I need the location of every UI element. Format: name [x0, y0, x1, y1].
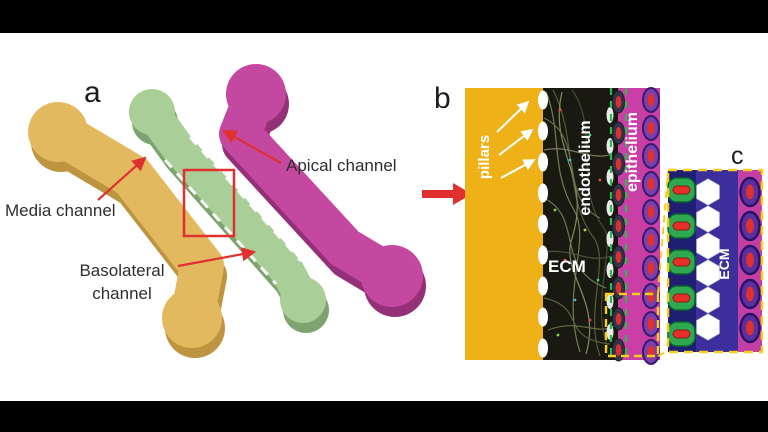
- endothelium-label: endothelium: [577, 120, 594, 215]
- panel-c-dashed-border: [666, 168, 764, 354]
- panel-a-chip: a Media channel Apical channel Basolater…: [5, 64, 426, 358]
- purple-cell-column: [739, 176, 761, 344]
- highlight-rect: [182, 168, 236, 238]
- zoom-box-connectors: [657, 170, 669, 357]
- basolateral-channel-arrow: [177, 247, 257, 268]
- zoom-arrow: [422, 183, 472, 205]
- panel-b: pillars ECM endothelium epithelium: [465, 87, 669, 365]
- pillar-pointer-arrows: [496, 100, 536, 179]
- ecm-label-b: ECM: [548, 257, 586, 276]
- hexagon-pillar-column: [696, 178, 720, 341]
- zoom-arrow-head: [453, 183, 472, 205]
- media-channel-arrow: [97, 156, 147, 201]
- epithelium-label: epithelium: [624, 112, 641, 192]
- ecm-label-c: ECM: [716, 248, 732, 279]
- annotation-arrows: [97, 129, 282, 268]
- green-cell-column: [667, 177, 696, 347]
- endothelium-cell-column: [612, 90, 625, 362]
- panel-c-label: c: [731, 142, 744, 170]
- panel-b-yellow-region: [465, 88, 543, 360]
- ecm-fiber-texture: [543, 89, 615, 357]
- pillars-label: pillars: [476, 135, 493, 179]
- panel-a-label: a: [84, 76, 101, 109]
- basolateral-channel-label-line1: Basolateral: [79, 261, 164, 280]
- pillars-column-left: [538, 90, 548, 358]
- epithelium-cell-column: [642, 87, 660, 365]
- apical-channel-label: Apical channel: [286, 156, 397, 175]
- apical-channel-arrow: [222, 129, 282, 164]
- basolateral-channel-label-line2: channel: [92, 284, 152, 303]
- ecm-fluorescent-speckles: [553, 108, 602, 337]
- media-channel-label: Media channel: [5, 201, 116, 220]
- zoom-box-b: [604, 292, 660, 358]
- panel-b-label: b: [434, 82, 451, 115]
- chip-apical-channel: [219, 64, 426, 317]
- green-dashed-lines: [609, 88, 628, 360]
- chip-media-channel: [28, 102, 227, 358]
- panel-c: ECM: [666, 168, 764, 354]
